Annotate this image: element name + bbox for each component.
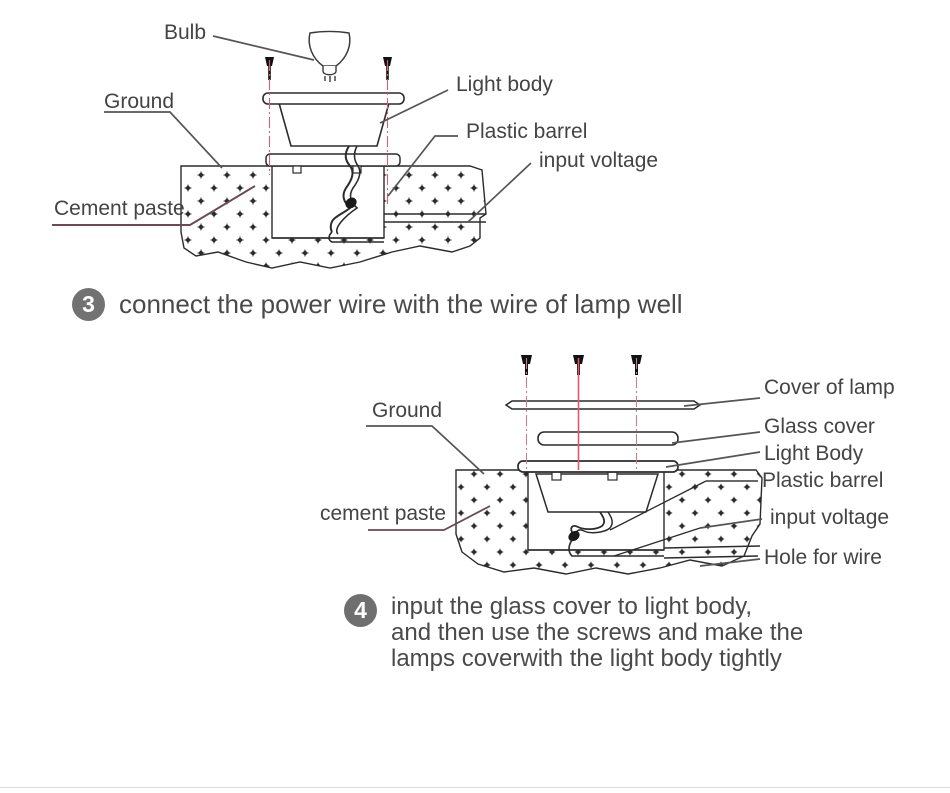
leader-light-body-top	[379, 89, 449, 124]
leader-input-voltage-top	[467, 162, 532, 223]
figure-step3	[52, 30, 532, 269]
label-plastic-barrel-bottom: Plastic barrel	[762, 469, 884, 492]
label-bulb: Bulb	[164, 21, 207, 44]
figure-step4	[366, 355, 763, 575]
leader-ground-bottom	[366, 425, 485, 475]
cover-of-lamp-bottom	[504, 400, 702, 410]
step-3-text: connect the power wire with the wire of …	[119, 289, 683, 319]
light-body-rim-bottom	[517, 460, 679, 473]
label-light-body-top: Light body	[456, 73, 553, 96]
wire-connector-top	[345, 197, 357, 209]
leader-plastic-barrel-top	[387, 135, 458, 197]
leader-bulb	[212, 35, 315, 61]
leader-cover-of-lamp	[683, 397, 761, 407]
step-4-line-3: lamps coverwith the light body tightly	[391, 644, 782, 672]
label-hole-for-wire: Hole for wire	[764, 546, 882, 569]
plastic-barrel-top	[271, 165, 385, 239]
light-body-rim-top	[262, 92, 405, 105]
label-plastic-barrel-top: Plastic barrel	[466, 120, 588, 143]
lamp-wire-bottom	[570, 511, 606, 533]
label-glass-cover: Glass cover	[764, 415, 875, 438]
wire-run-top	[328, 231, 384, 243]
step-4-text: input the glass cover to light body, and…	[391, 594, 803, 672]
leader-ground-top	[104, 111, 223, 169]
label-cover-of-lamp: Cover of lamp	[764, 376, 895, 399]
conduit-stub-bottom	[663, 545, 761, 559]
step-3-badge: 3	[72, 288, 105, 321]
label-ground-top: Ground	[104, 90, 175, 113]
label-input-voltage-bottom: input voltage	[770, 506, 890, 529]
lamp-wire-bottom-2	[575, 511, 613, 537]
leader-input-voltage-bottom	[699, 518, 763, 529]
glass-cover-bottom	[537, 431, 679, 446]
label-light-body-bottom: Light Body	[764, 442, 864, 465]
wire-connector-bottom	[568, 530, 580, 542]
barrel-flange-top	[265, 153, 401, 167]
leader-glass-cover	[671, 431, 761, 444]
label-ground-bottom: Ground	[372, 399, 443, 422]
step-4-line-2: and then use the screws and make the	[391, 618, 804, 646]
light-body-top	[277, 102, 391, 147]
wire-run-bottom	[568, 539, 664, 557]
leader-hole-for-wire	[699, 558, 761, 567]
label-cement-paste-top: Cement paste	[54, 197, 185, 220]
leader-light-body-bottom	[665, 451, 761, 468]
step-3: 3 connect the power wire with the wire o…	[72, 288, 683, 321]
label-input-voltage-top: input voltage	[539, 149, 659, 172]
bulb-icon-top	[308, 30, 351, 82]
lamp-wire-top	[329, 145, 354, 233]
step-4-badge: 4	[344, 594, 377, 627]
leader-cement-bottom	[368, 505, 491, 531]
label-cement-paste-bottom: cement paste	[320, 502, 447, 525]
bottom-divider	[0, 787, 950, 788]
step-4: 4 input the glass cover to light body, a…	[344, 594, 803, 672]
leader-cement-top	[52, 185, 256, 226]
step-4-line-1: input the glass cover to light body,	[391, 593, 753, 620]
